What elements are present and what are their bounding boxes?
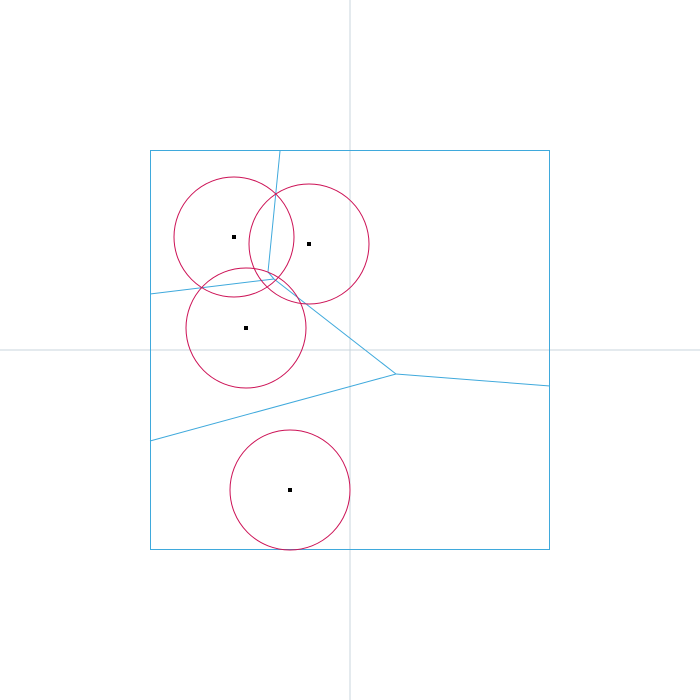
site-point[interactable]	[288, 488, 292, 492]
voronoi-edges	[149, 150, 551, 442]
site-points	[232, 235, 311, 492]
site-point[interactable]	[244, 326, 248, 330]
voronoi-edge	[395, 373, 551, 387]
voronoi-edge	[149, 373, 397, 442]
site-circle[interactable]	[229, 429, 351, 551]
site-circle[interactable]	[173, 176, 295, 298]
voronoi-edge	[267, 271, 275, 280]
voronoi-edge	[267, 150, 281, 273]
site-circle[interactable]	[248, 183, 370, 305]
voronoi-edge	[149, 278, 275, 295]
voronoi-edge	[273, 278, 397, 375]
bounding-box	[150, 150, 550, 550]
site-circle[interactable]	[185, 267, 307, 389]
site-point[interactable]	[307, 242, 311, 246]
site-circles	[173, 176, 370, 551]
site-point[interactable]	[232, 235, 236, 239]
